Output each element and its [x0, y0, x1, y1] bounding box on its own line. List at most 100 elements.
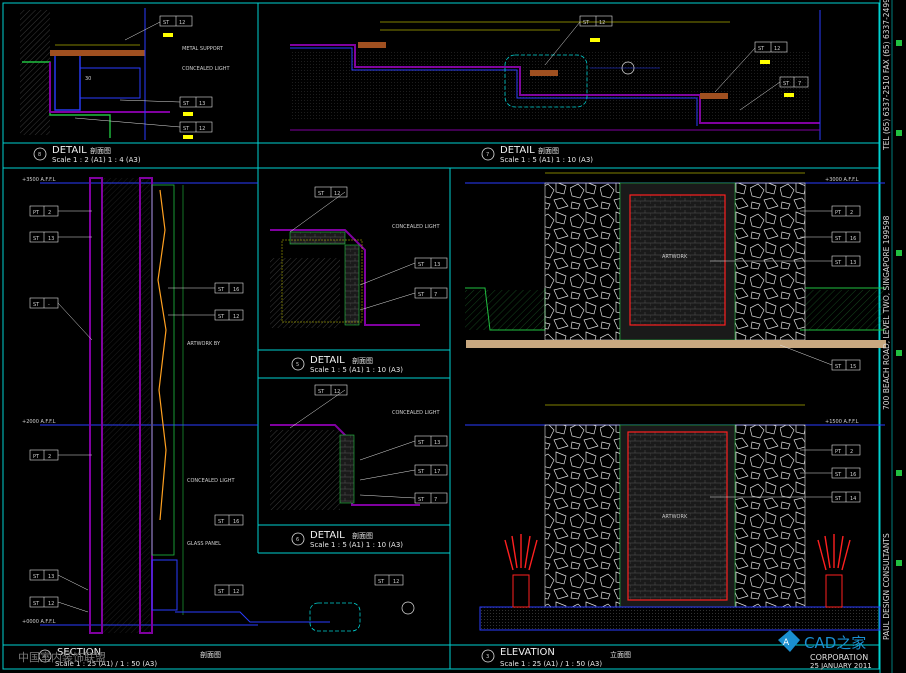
svg-text:ST: ST	[218, 589, 225, 595]
panel-title-detail-tr: 7 DETAIL 剖面图 Scale 1 : 5 (A1) 1 : 10 (A3…	[481, 145, 593, 164]
svg-text:16: 16	[850, 472, 856, 478]
svg-text:-: -	[48, 302, 50, 308]
svg-text:13: 13	[48, 236, 54, 242]
svg-text:+3000 A.F.F.L: +3000 A.F.F.L	[825, 177, 859, 183]
svg-text:5: 5	[296, 362, 299, 368]
panel-title-detail-mid2: 6 DETAIL 剖面图 Scale 1 : 5 (A1) 1 : 10 (A3…	[291, 530, 403, 549]
svg-text:ST: ST	[33, 236, 40, 242]
svg-text:ST: ST	[583, 20, 590, 26]
svg-text:DETAIL: DETAIL	[310, 355, 345, 366]
detail-top-left: 30	[20, 8, 170, 140]
svg-text:ST: ST	[418, 262, 425, 268]
title-block-text: PAUL DESIGN CONSULTANTS 700 BEACH ROAD, …	[882, 0, 902, 640]
svg-text:GLASS PANEL: GLASS PANEL	[187, 541, 221, 547]
tag-st-7-b: ST 7	[414, 287, 448, 299]
svg-text:A: A	[783, 638, 790, 648]
tag-st-7-c: ST 7	[414, 492, 448, 504]
svg-text:DETAIL: DETAIL	[310, 530, 345, 541]
svg-text:Scale 1 : 5 (A1) 1 : 10 (A3): Scale 1 : 5 (A1) 1 : 10 (A3)	[310, 366, 403, 374]
svg-text:DETAIL: DETAIL	[500, 145, 535, 156]
svg-text:CORPORATION: CORPORATION	[810, 653, 868, 662]
tag-st-16-a: ST 16	[214, 282, 244, 294]
watermark-left: 中国室内装饰联盟	[18, 650, 106, 664]
svg-text:16: 16	[233, 287, 239, 293]
svg-text:14: 14	[850, 496, 856, 502]
leader-lines	[57, 21, 833, 613]
svg-text:CAD之家: CAD之家	[804, 634, 866, 652]
svg-text:7: 7	[486, 152, 489, 158]
svg-text:SECTION: SECTION	[57, 647, 101, 658]
svg-text:ST: ST	[218, 287, 225, 293]
svg-text:7: 7	[434, 292, 437, 298]
watermark-right: A CAD之家 CORPORATION 25 JANUARY 2011	[778, 630, 872, 670]
svg-text:Scale 1 : 5 (A1) 1 : 10 (A3): Scale 1 : 5 (A1) 1 : 10 (A3)	[310, 541, 403, 549]
svg-text:ST: ST	[783, 81, 790, 87]
tag-st-16-d: ST 16	[831, 467, 861, 479]
svg-text:ST: ST	[218, 314, 225, 320]
svg-text:剖面图: 剖面图	[90, 146, 111, 155]
svg-text:METAL SUPPORT: METAL SUPPORT	[182, 46, 224, 52]
svg-text:ARTWORK: ARTWORK	[662, 514, 688, 520]
svg-text:Scale 1 : 25 (A1) / 1 : 50 (A3: Scale 1 : 25 (A1) / 1 : 50 (A3)	[55, 660, 157, 668]
svg-text:17: 17	[434, 469, 440, 475]
svg-text:剖面图: 剖面图	[352, 531, 373, 540]
detail-top-right	[290, 10, 821, 140]
tag-st-14: ST 14	[831, 491, 861, 503]
section-view	[40, 177, 415, 634]
svg-text:13: 13	[434, 440, 440, 446]
svg-text:ST: ST	[418, 469, 425, 475]
svg-text:剖面图: 剖面图	[538, 146, 559, 155]
svg-text:ST: ST	[835, 472, 842, 478]
svg-text:ARTWORK BY: ARTWORK BY	[187, 341, 221, 347]
svg-text:CONCEALED LIGHT: CONCEALED LIGHT	[392, 410, 441, 416]
svg-text:Scale 1 : 25 (A1) / 1 : 50 (A3: Scale 1 : 25 (A1) / 1 : 50 (A3)	[500, 660, 602, 668]
level-markers: +3500 A.F.F.L +2000 A.F.F.L +0000 A.F.F.…	[22, 177, 859, 625]
tag-st-17: ST 17	[414, 464, 448, 476]
svg-text:ST: ST	[835, 496, 842, 502]
svg-text:15: 15	[850, 364, 856, 370]
panel-dividers	[3, 3, 879, 669]
tag-st-13-e: ST 13	[414, 435, 448, 447]
svg-text:ARTWORK: ARTWORK	[662, 254, 688, 260]
svg-text:剖面图: 剖面图	[352, 356, 373, 365]
svg-text:ST: ST	[418, 497, 425, 503]
svg-text:立面图: 立面图	[610, 650, 631, 659]
svg-text:ST: ST	[318, 191, 325, 197]
svg-text:PT: PT	[835, 210, 842, 216]
svg-text:ST: ST	[418, 440, 425, 446]
svg-text:12: 12	[48, 601, 54, 607]
svg-text:ST: ST	[418, 292, 425, 298]
svg-text:ST: ST	[163, 20, 170, 26]
svg-text:PAUL DESIGN CONSULTANTS: PAUL DESIGN CONSULTANTS	[882, 533, 891, 640]
panel-title-detail-mid1: 5 DETAIL 剖面图 Scale 1 : 5 (A1) 1 : 10 (A3…	[291, 355, 403, 374]
svg-text:25 JANUARY 2011: 25 JANUARY 2011	[810, 662, 872, 670]
svg-text:CONCEALED LIGHT: CONCEALED LIGHT	[392, 224, 441, 230]
panel-title-detail-tl: 8 DETAIL 剖面图 Scale 1 : 2 (A1) 1 : 4 (A3)	[33, 145, 141, 164]
svg-text:PT: PT	[33, 454, 40, 460]
svg-text:2: 2	[850, 210, 853, 216]
svg-text:TEL (65) 6337-2510 FAX (65) 6: TEL (65) 6337-2510 FAX (65) 6337-2499	[882, 0, 891, 151]
svg-text:ST: ST	[378, 579, 385, 585]
svg-text:+3500 A.F.F.L: +3500 A.F.F.L	[22, 177, 56, 183]
svg-text:Scale 1 : 5 (A1) 1 : 10 (A3): Scale 1 : 5 (A1) 1 : 10 (A3)	[500, 156, 593, 164]
detail-middle-1	[270, 229, 420, 328]
svg-text:7: 7	[434, 497, 437, 503]
svg-text:ST: ST	[33, 574, 40, 580]
annotation-notes: METAL SUPPORT CONCEALED LIGHT ARTWORK BY…	[182, 46, 688, 547]
svg-text:13: 13	[850, 260, 856, 266]
svg-text:7: 7	[798, 81, 801, 87]
svg-text:13: 13	[48, 574, 54, 580]
svg-text:12: 12	[179, 20, 185, 26]
svg-text:ST: ST	[835, 236, 842, 242]
